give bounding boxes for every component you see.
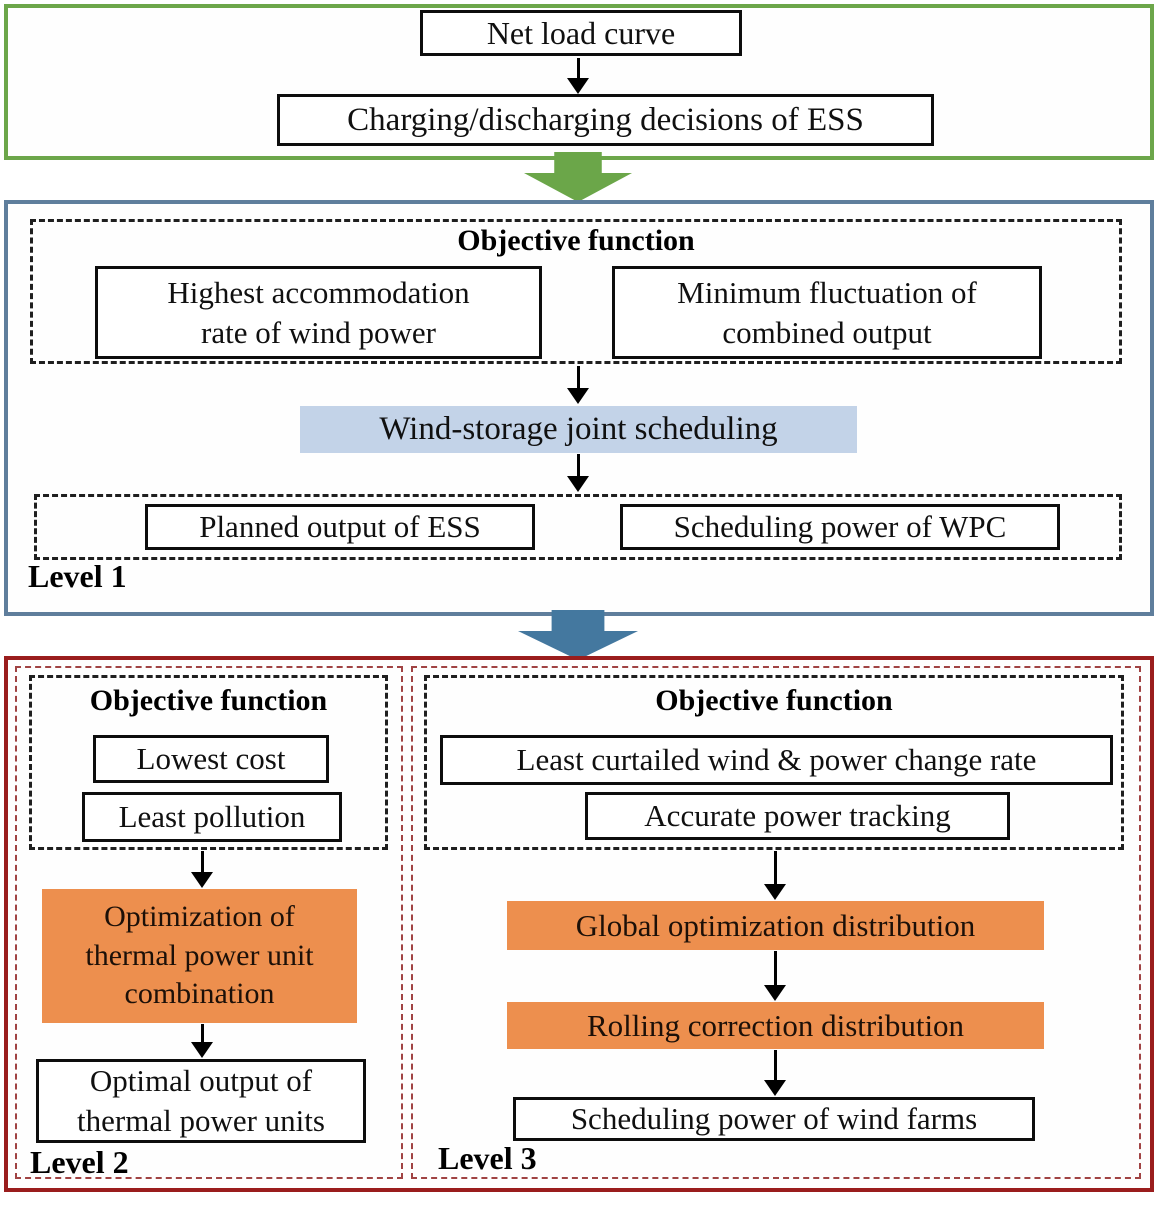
node-least-curtailed-wind: Least curtailed wind & power change rate xyxy=(440,735,1113,785)
arrow-head xyxy=(764,1080,786,1096)
blue-block-arrow-icon xyxy=(518,610,638,660)
arrow-head xyxy=(764,985,786,1001)
down-arrow-icon xyxy=(566,58,590,94)
level3-objective-group xyxy=(424,675,1124,850)
level3-objective-title: Objective function xyxy=(655,684,893,717)
node-optimal-thermal-output: Optimal output of thermal power units xyxy=(36,1059,366,1143)
node-rolling-correction: Rolling correction distribution xyxy=(507,1002,1044,1049)
arrow-stem xyxy=(576,454,580,477)
level3-label: Level 3 xyxy=(438,1140,537,1176)
arrow-head xyxy=(191,1042,213,1058)
node-ess-decisions: Charging/discharging decisions of ESS xyxy=(277,94,934,146)
arrow-stem xyxy=(773,1050,777,1081)
node-net-load-curve: Net load curve xyxy=(420,10,742,56)
arrow-head xyxy=(764,884,786,900)
node-highest-accommodation: Highest accommodation rate of wind power xyxy=(95,266,542,359)
node-lowest-cost: Lowest cost xyxy=(93,735,329,783)
node-minimum-fluctuation: Minimum fluctuation of combined output xyxy=(612,266,1042,359)
node-accurate-power-tracking: Accurate power tracking xyxy=(585,792,1010,840)
arrow-head xyxy=(567,78,589,94)
arrow-stem xyxy=(773,951,777,986)
node-planned-output-ess: Planned output of ESS xyxy=(145,504,535,550)
down-arrow-icon xyxy=(566,454,590,492)
level2-objective-group xyxy=(29,675,388,850)
level2-objective-title: Objective function xyxy=(89,684,328,717)
level3-group xyxy=(411,666,1141,1179)
node-wind-storage-scheduling: Wind-storage joint scheduling xyxy=(300,406,857,453)
arrow-stem xyxy=(773,851,777,885)
node-scheduling-power-wind-farms: Scheduling power of wind farms xyxy=(513,1097,1035,1141)
arrow-head xyxy=(191,872,213,888)
node-thermal-unit-optimization: Optimization of thermal power unit combi… xyxy=(42,889,357,1023)
arrow-head xyxy=(567,476,589,492)
down-arrow-icon xyxy=(763,851,787,900)
down-arrow-icon xyxy=(190,851,214,888)
arrow-stem xyxy=(200,1024,204,1043)
arrow-stem xyxy=(576,366,580,389)
down-arrow-icon xyxy=(566,366,590,404)
down-arrow-icon xyxy=(190,1024,214,1058)
down-arrow-icon xyxy=(763,1050,787,1096)
down-arrow-icon xyxy=(763,951,787,1001)
arrow-stem xyxy=(200,851,204,873)
arrow-head xyxy=(567,388,589,404)
arrow-stem xyxy=(576,58,580,79)
node-global-optimization: Global optimization distribution xyxy=(507,901,1044,950)
level1-outputs-group xyxy=(34,494,1122,560)
level1-label: Level 1 xyxy=(28,558,127,594)
level2-label: Level 2 xyxy=(30,1144,129,1180)
node-scheduling-power-wpc: Scheduling power of WPC xyxy=(620,504,1060,550)
level1-objective-title: Objective function xyxy=(457,224,695,257)
level2-group xyxy=(15,666,403,1179)
node-least-pollution: Least pollution xyxy=(82,792,342,842)
level1-objective-group xyxy=(30,219,1122,364)
